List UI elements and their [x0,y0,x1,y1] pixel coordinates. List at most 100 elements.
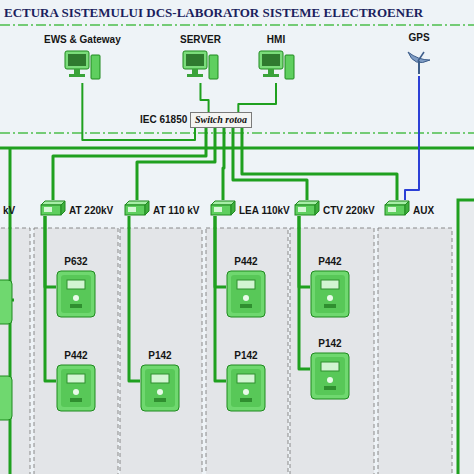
node-label: EWS & Gateway [44,34,121,46]
stand [74,69,80,74]
device-screen [128,207,136,212]
connector [137,128,215,200]
node-label: AT 110 kV [153,205,200,217]
relay-icon [0,280,12,324]
node-label: HMI [267,34,285,46]
relay-case [227,271,265,317]
relay-icon [56,364,96,412]
relay-case [311,271,349,317]
controller-icon [294,200,320,216]
node-label: SERVER [180,34,221,46]
relay-keypad [70,304,82,308]
relay-keypad [324,304,336,308]
dish-stand [418,61,420,74]
relay-key [243,295,249,301]
connector [129,216,140,381]
monitor [65,51,89,69]
device-screen [388,207,396,212]
device-front [385,205,405,215]
protection-relay: P442 [56,350,96,412]
screen [262,54,280,66]
computer-node: EWS & Gateway [44,34,121,83]
switch-box: Switch rotoa [190,112,252,128]
relay-front [61,369,91,407]
protection-relay: P442 [226,256,266,318]
device-side [61,201,65,215]
screen [68,54,86,66]
connector [53,128,206,200]
base [69,74,85,77]
controller-icon [210,200,236,216]
device-front [41,205,61,215]
bay-area [0,228,30,474]
relay-front [61,275,91,313]
relay-display [151,374,169,383]
relay-keypad [324,386,336,390]
bay-controller: AT 220kV [40,200,113,216]
device-screen [44,207,52,212]
node-label: P442 [64,350,87,362]
relay-keypad [240,398,252,402]
relay-display [67,280,85,289]
device-screen [298,207,306,212]
connector [242,128,397,200]
base [187,74,203,77]
node-label: P142 [148,350,171,362]
protection-relay: P142 [226,350,266,412]
node-label: GPS [408,32,429,44]
relay-case [141,365,179,411]
monitor [183,51,207,69]
tower [209,55,218,79]
node-label: CTV 220kV [323,205,375,217]
relay-front [231,369,261,407]
relay-key [73,389,79,395]
node-label: LEA 110kV [239,205,290,217]
connector [45,216,56,381]
relay-key [157,389,163,395]
relay-display [237,280,255,289]
relay-keypad [240,304,252,308]
screen [186,54,204,66]
node-label: P142 [318,338,341,350]
base [263,74,279,77]
node-label: AUX [413,205,434,217]
connector [299,216,310,369]
relay-keypad [70,398,82,402]
relay-display [321,362,339,371]
connector [405,76,419,200]
relay-display [237,374,255,383]
dish-feed [418,52,424,61]
node-label: P142 [234,350,257,362]
relay-key [327,295,333,301]
computer-icon [62,49,102,83]
connector [215,216,226,287]
connector [45,216,56,287]
relay-icon [140,364,180,412]
device-front [125,205,145,215]
connector [238,83,276,112]
bay-area [290,228,374,474]
relay-front [315,357,345,395]
relay-icon [0,376,12,420]
tower [285,55,294,79]
bay-controller: AUX [384,200,434,216]
relay-icon [56,270,96,318]
protection-relay: P632 [56,256,96,318]
relay-icon [310,270,350,318]
relay-icon [310,352,350,400]
relay-display [67,374,85,383]
device-screen [214,207,222,212]
computer-icon [180,49,220,83]
relay-case [227,365,265,411]
computer-node: SERVER [180,34,221,83]
controller-icon [124,200,150,216]
bay-area [120,228,202,474]
connector [215,216,226,381]
relay-icon [226,364,266,412]
gps-icon [404,46,434,76]
relay-case [57,271,95,317]
device-side [231,201,235,215]
relay-icon [226,270,266,318]
node-label: P632 [64,256,87,268]
connector [82,83,195,140]
